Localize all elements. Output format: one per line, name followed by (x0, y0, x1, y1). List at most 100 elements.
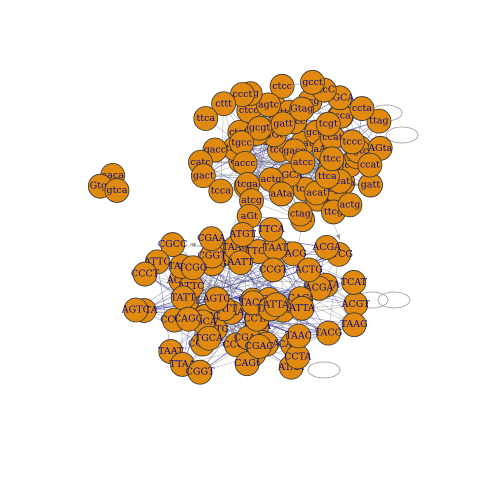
graph-node: atcc (290, 149, 316, 175)
graph-node: accc (232, 150, 258, 176)
node-label: CAGC (174, 314, 203, 325)
node-circle (289, 96, 315, 122)
graph-node: TGCA (195, 325, 223, 351)
node-label: actg (339, 199, 360, 210)
node-label: gacc (283, 145, 305, 156)
edge-arrowhead (335, 234, 341, 240)
graph-node: TATT (171, 285, 197, 311)
graph-node: cttt (211, 91, 236, 117)
node-label: CCGT (160, 315, 189, 326)
node-circle (208, 178, 234, 204)
node-circle (314, 234, 340, 260)
node-label: ATTC (143, 256, 170, 267)
node-label: TTCA (245, 246, 272, 257)
node-label: TTAA (169, 359, 195, 370)
node-label: TGCA (195, 333, 223, 344)
node-label: AGTC (121, 305, 150, 316)
graph-node: CGCC (158, 232, 187, 257)
node-label: CCCT (222, 339, 251, 350)
node-circle (204, 286, 230, 312)
graph-node: ATTA (288, 295, 315, 321)
graph-node: ctag (287, 201, 313, 227)
node-label: tccc (342, 136, 362, 147)
node-label: gcct (302, 77, 323, 88)
node-label: ATTC (177, 281, 204, 292)
node-label: aaca (102, 170, 125, 181)
graph-node: gtca (104, 178, 130, 203)
node-circle (175, 306, 201, 332)
node-circle (187, 359, 213, 385)
node-label: TACG (315, 328, 343, 339)
node-label: actg (261, 174, 282, 185)
node-label: ctcC (313, 85, 335, 96)
node-circle (337, 192, 363, 218)
node-label: TACG (279, 248, 307, 259)
node-label: cttt (215, 98, 232, 109)
node-circle (180, 255, 206, 281)
node-circle (349, 96, 375, 121)
node-label: CGAA (197, 233, 226, 244)
node-circle (123, 297, 149, 323)
node-label: ACGA (304, 283, 334, 294)
node-label: atcc (293, 157, 313, 168)
node-circle (296, 257, 322, 283)
graph-node: CGAA (197, 226, 226, 252)
node-label: atcg (241, 195, 262, 206)
node-label: tcgt (319, 119, 338, 130)
graph-node: ATTA (262, 292, 289, 318)
node-circle (341, 270, 367, 295)
node-circle (319, 146, 345, 172)
node-circle (198, 226, 224, 252)
node-label: TCAT (341, 277, 368, 288)
self-loop-edge (377, 291, 411, 309)
graph-node: TAAG (341, 312, 368, 338)
node-circle (269, 73, 295, 99)
node-label: acat (330, 176, 351, 187)
node-label: TAAC (285, 330, 312, 341)
node-label: CGCC (158, 239, 187, 250)
node-label: acat (306, 187, 327, 198)
node-label: ctcc (239, 105, 259, 116)
node-label: TATT (171, 292, 197, 303)
node-circle (196, 325, 222, 351)
node-circle (341, 312, 367, 338)
node-circle (256, 92, 281, 118)
node-label: ttca (318, 171, 337, 182)
node-label: tcga (237, 179, 258, 190)
node-circle (247, 115, 272, 141)
graph-node: CCGT (259, 257, 288, 283)
node-label: ttca (196, 113, 215, 124)
node-label: CCGT (259, 264, 288, 275)
node-circle (287, 201, 313, 227)
node-circle (286, 323, 312, 349)
graph-node: gact (190, 163, 216, 189)
node-circle (316, 320, 341, 346)
graph-node: AATT (227, 250, 254, 276)
node-circle (339, 129, 365, 155)
graph-node: ATGT (228, 222, 257, 247)
node-label: TAAG (222, 242, 249, 253)
node-circle (290, 149, 316, 175)
node-label: CAGt (234, 358, 260, 369)
graph-node: CAGt (234, 351, 260, 377)
graph-node: tgcc (229, 130, 254, 156)
node-label: gtca (107, 185, 128, 196)
graph-node: CGGT (186, 359, 215, 385)
node-label: CGCA (325, 92, 354, 103)
graph-node: ccta (349, 96, 375, 121)
graph-node: ttca (193, 106, 219, 131)
self-loop-edge (307, 361, 341, 379)
node-label: accc (234, 158, 256, 169)
node-circle (132, 261, 158, 287)
node-label: Gtag (290, 104, 313, 115)
graph-node: ctcc (269, 73, 295, 99)
graph-node: ccat (357, 152, 383, 178)
node-circle (300, 69, 325, 95)
node-label: ccct (233, 89, 253, 100)
node-circle (258, 217, 284, 242)
node-circle (228, 250, 253, 276)
graph-node: Gtag (289, 96, 315, 122)
node-label: ttag (369, 116, 388, 127)
